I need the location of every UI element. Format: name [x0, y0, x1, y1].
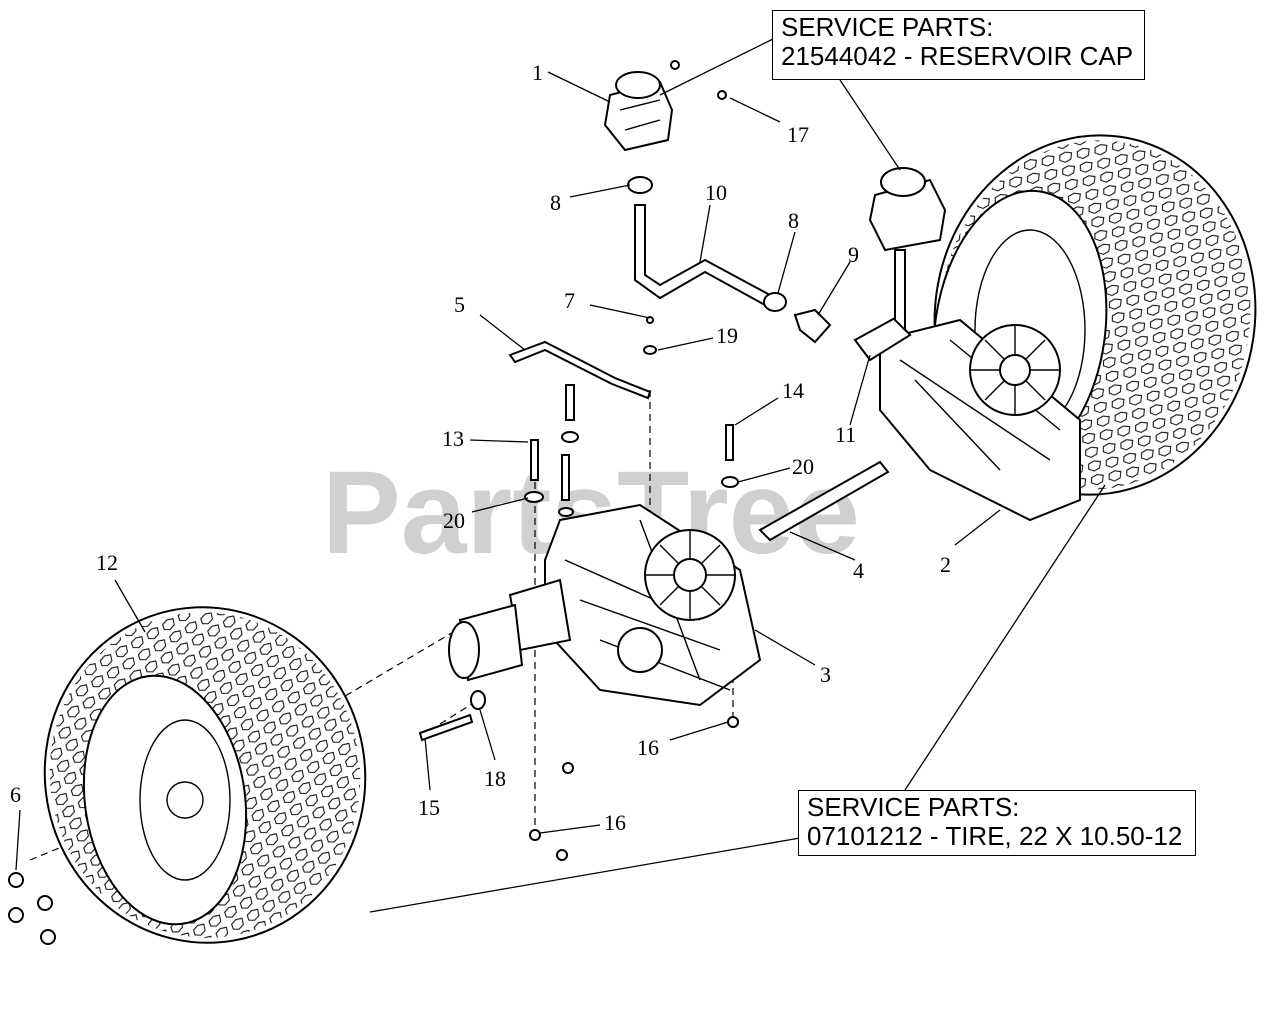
label-11: 11: [835, 422, 856, 447]
label-10: 10: [705, 180, 727, 205]
label-1: 1: [532, 60, 543, 85]
elbow-fitting: [793, 308, 832, 344]
label-9: 9: [848, 242, 859, 267]
label-18: 18: [484, 766, 506, 791]
left-tire: [43, 606, 367, 944]
left-transaxle: [448, 503, 762, 707]
label-19: 19: [716, 323, 738, 348]
service-parts-line: 21544042 - RESERVOIR CAP: [781, 41, 1134, 71]
label-8-upper: 8: [550, 190, 561, 215]
label-20-right: 20: [792, 454, 814, 479]
label-12: 12: [96, 550, 118, 575]
lug-nuts: [8, 872, 56, 945]
hose-clamp-lower: [763, 292, 787, 312]
label-4: 4: [853, 558, 864, 583]
label-16-upper: 16: [637, 735, 659, 760]
service-parts-heading: SERVICE PARTS:: [781, 12, 994, 42]
right-reservoir: [868, 167, 947, 333]
label-6: 6: [10, 782, 21, 807]
label-16-lower: 16: [604, 810, 626, 835]
label-7: 7: [564, 288, 575, 313]
label-17: 17: [787, 122, 809, 147]
axle-tube: [758, 460, 890, 542]
reservoir: [603, 71, 674, 152]
service-parts-reservoir-cap: SERVICE PARTS: 21544042 - RESERVOIR CAP: [772, 10, 1145, 80]
label-8-lower: 8: [788, 208, 799, 233]
service-parts-line: 07101212 - TIRE, 22 X 10.50-12: [807, 821, 1183, 851]
bypass-rod: [508, 340, 652, 400]
hose: [634, 204, 772, 307]
right-transaxle: [853, 316, 1081, 522]
label-15: 15: [418, 795, 440, 820]
hose-clamp-upper: [627, 176, 653, 194]
label-2: 2: [940, 552, 951, 577]
service-parts-tire: SERVICE PARTS: 07101212 - TIRE, 22 X 10.…: [798, 790, 1196, 856]
label-14: 14: [782, 378, 804, 403]
service-parts-heading: SERVICE PARTS:: [807, 792, 1020, 822]
label-13: 13: [442, 426, 464, 451]
label-20-left: 20: [443, 508, 465, 533]
label-3: 3: [820, 662, 831, 687]
label-5: 5: [454, 292, 465, 317]
